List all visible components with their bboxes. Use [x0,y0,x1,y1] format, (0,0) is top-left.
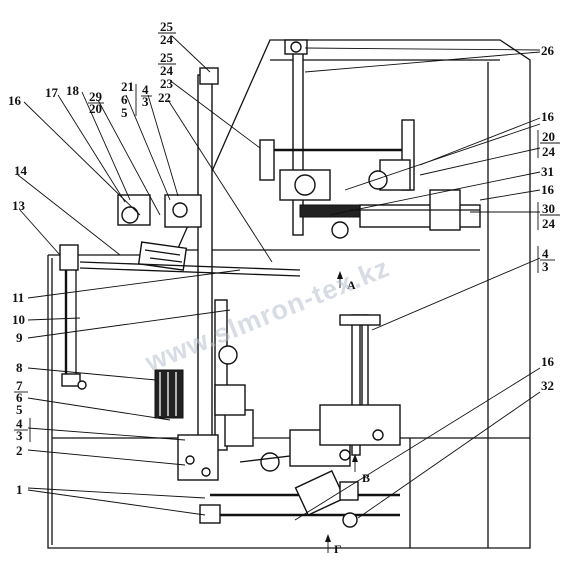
callout-5: 5 [121,105,128,120]
callout-6: 6 [121,92,128,107]
callout-13: 13 [12,198,26,213]
callout-8: 8 [16,360,23,375]
callout-24: 24 [160,63,174,78]
callout-16: 16 [541,182,555,197]
callout-26: 26 [541,43,555,58]
callout-24: 24 [542,216,556,231]
view-arrows [325,271,358,553]
callout-29: 29 [89,89,103,104]
callout-14: 14 [14,163,28,178]
callout-20: 20 [89,101,102,116]
callout-labels: 25 24 25 24 23 26 16 17 18 29 20 21 6 5 … [8,19,560,497]
callout-11: 11 [12,290,24,305]
callout-7: 7 [16,378,23,393]
callout-22: 22 [158,90,171,105]
callout-16: 16 [541,109,555,124]
callout-21: 21 [121,79,134,94]
callout-6: 6 [16,390,23,405]
callout-3: 3 [16,428,23,443]
callout-9: 9 [16,330,23,345]
callout-5: 5 [16,402,23,417]
leader-lines [17,35,541,521]
callout-25: 25 [160,50,174,65]
left-rod-group [61,270,184,419]
pedal-assembly [59,194,301,277]
callout-24: 24 [160,32,174,47]
callout-30: 30 [542,201,555,216]
callout-4: 4 [142,82,149,97]
callout-17: 17 [45,85,59,100]
callout-16: 16 [541,354,555,369]
callout-2: 2 [16,443,23,458]
callout-3: 3 [542,259,549,274]
callout-23: 23 [160,76,174,91]
callout-4: 4 [542,246,549,261]
callout-24: 24 [542,144,556,159]
callout-16: 16 [8,93,22,108]
callout-18: 18 [66,83,80,98]
callout-25: 25 [160,19,174,34]
callout-1: 1 [16,482,23,497]
view-label-b: В [362,471,370,485]
callout-31: 31 [541,164,554,179]
callout-20: 20 [542,129,555,144]
view-label-a: А [347,278,356,292]
callout-4: 4 [16,416,23,431]
callout-10: 10 [12,312,25,327]
callout-3: 3 [142,94,149,109]
view-label-g: Г [334,542,342,556]
callout-32: 32 [541,378,554,393]
upper-mechanism [199,39,481,239]
